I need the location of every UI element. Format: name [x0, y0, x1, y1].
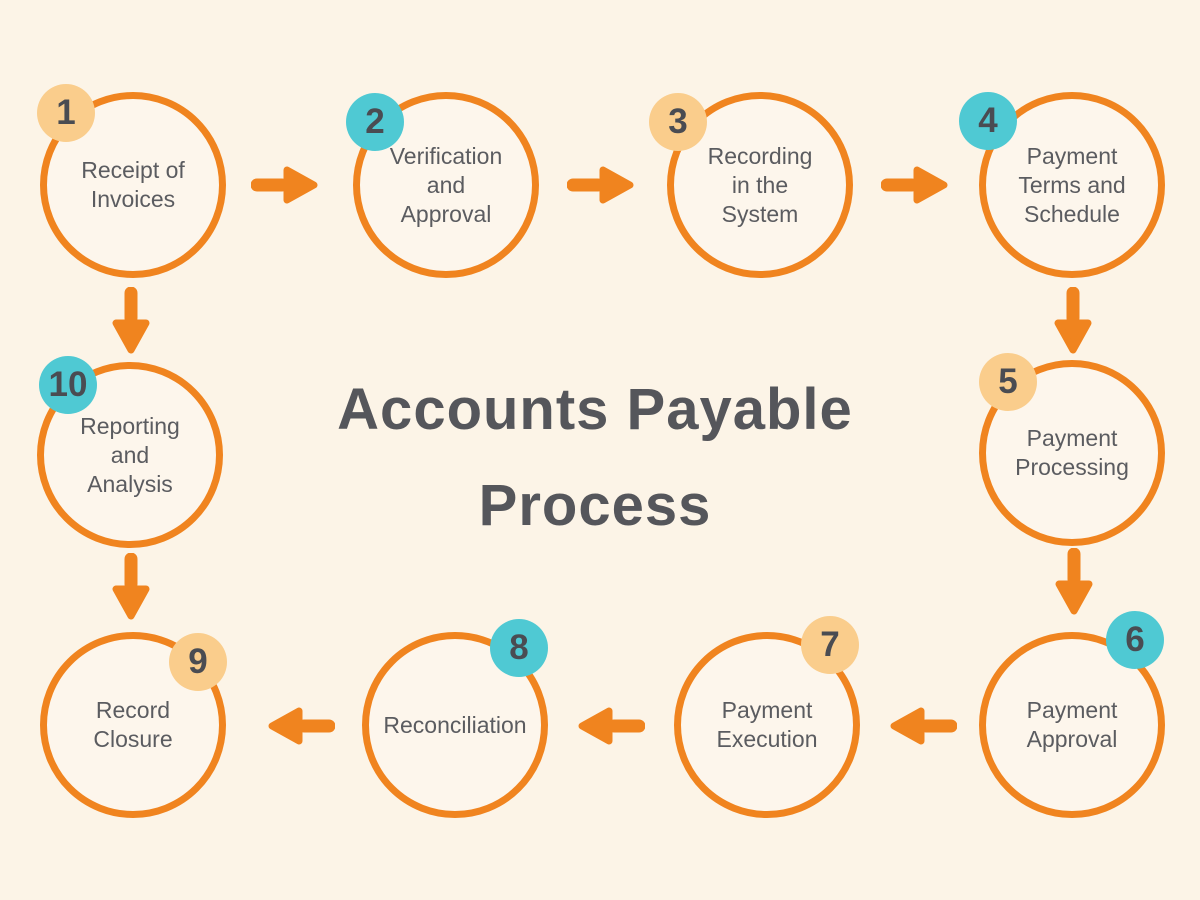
step-6-payment-approval: Payment Approval 6: [979, 611, 1165, 818]
arrow-step3-to-step4-icon: [881, 166, 948, 204]
step-7-label: Payment Execution: [716, 697, 818, 752]
step-7-payment-execution: Payment Execution 7: [674, 616, 860, 818]
arrow-step4-to-step5-icon: [1054, 287, 1092, 354]
step-2-circle: Verification and Approval: [353, 92, 539, 278]
step-6-label: Payment Approval: [1026, 697, 1118, 752]
step-4-number-badge: 4: [959, 92, 1017, 150]
step-2-verification-and-approval: Verification and Approval 2: [346, 92, 539, 278]
arrow-step6-to-step7-icon: [890, 707, 957, 745]
step-3-number-badge: 3: [649, 93, 707, 151]
diagram-title: Accounts Payable Process: [245, 362, 945, 554]
step-10-number-badge: 10: [39, 356, 97, 414]
step-9-record-closure: Record Closure 9: [40, 632, 227, 818]
step-8-reconciliation: Reconciliation 8: [362, 619, 548, 818]
step-1-label: Receipt of Invoices: [81, 157, 185, 212]
title-line-2: Process: [478, 473, 712, 538]
step-1-number-badge: 1: [37, 84, 95, 142]
step-10-reporting-and-analysis: Reporting and Analysis 10: [37, 356, 223, 548]
step-5-payment-processing: Payment Processing 5: [979, 353, 1165, 546]
step-4-circle: Payment Terms and Schedule: [979, 92, 1165, 278]
step-1-receipt-of-invoices: Receipt of Invoices 1: [37, 84, 226, 278]
step-10-circle: Reporting and Analysis: [37, 362, 223, 548]
step-1-circle: Receipt of Invoices: [40, 92, 226, 278]
step-4-label: Payment Terms and Schedule: [1018, 142, 1126, 227]
step-9-label: Record Closure: [93, 697, 173, 752]
arrow-step7-to-step8-icon: [578, 707, 645, 745]
arrow-step1-to-step2-icon: [251, 166, 318, 204]
step-10-label: Reporting and Analysis: [80, 412, 180, 497]
step-3-circle: Recording in the System: [667, 92, 853, 278]
step-4-payment-terms-schedule: Payment Terms and Schedule 4: [959, 92, 1165, 278]
step-9-number-badge: 9: [169, 633, 227, 691]
arrow-step8-to-step9-icon: [268, 707, 335, 745]
step-8-number-badge: 8: [490, 619, 548, 677]
step-9-circle: Record Closure: [40, 632, 226, 818]
step-2-number-badge: 2: [346, 93, 404, 151]
step-3-label: Recording in the System: [707, 142, 813, 227]
step-5-label: Payment Processing: [1015, 425, 1129, 480]
arrow-step10-to-step9-icon: [112, 553, 150, 620]
title-line-1: Accounts Payable: [337, 377, 853, 442]
step-3-recording-in-system: Recording in the System 3: [649, 92, 853, 278]
step-7-number-badge: 7: [801, 616, 859, 674]
step-8-label: Reconciliation: [383, 711, 527, 738]
step-6-number-badge: 6: [1106, 611, 1164, 669]
step-5-number-badge: 5: [979, 353, 1037, 411]
arrow-step2-to-step3-icon: [567, 166, 634, 204]
step-2-label: Verification and Approval: [389, 142, 503, 227]
arrow-step5-to-step6-icon: [1055, 548, 1093, 615]
arrow-step1-to-step10-icon: [112, 287, 150, 354]
